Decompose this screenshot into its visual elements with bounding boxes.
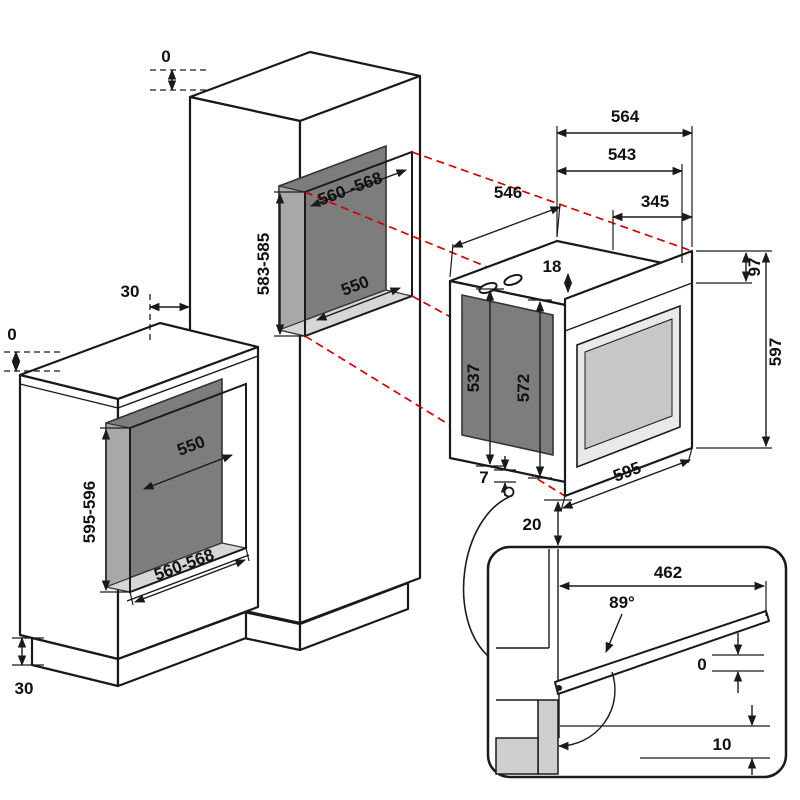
- oven-vent-slot-2: [503, 273, 523, 287]
- oven: [448, 239, 694, 498]
- dim-label-oven-frame-lip: 18: [543, 257, 562, 276]
- dim-oven-door-gap: 20: [523, 499, 572, 547]
- dim-label-oven-inner-height: 572: [514, 374, 533, 402]
- dim-label-tall-niche-height: 583-585: [254, 233, 273, 295]
- dim-label-tall-top-gap: 0: [161, 47, 170, 66]
- dim-label-door-reach: 462: [654, 563, 682, 582]
- projection-line-top-right: [411, 151, 693, 252]
- dim-base-niche-height: 595-596: [80, 427, 130, 593]
- dim-label-door-gap-zero: 0: [697, 655, 706, 674]
- dim-label-door-gap-bottom: 10: [713, 735, 732, 754]
- inset-hinge-point: [556, 685, 562, 691]
- tall-cabinet-plinth-right: [298, 581, 410, 652]
- base-cabinet-left-face: [18, 373, 120, 661]
- dim-oven-frame-lip: 18: [543, 257, 573, 294]
- dim-base-plinth-height: 30: [12, 636, 44, 698]
- dim-label-tall-side-gap: 30: [121, 282, 140, 301]
- dim-label-oven-door-gap: 20: [523, 515, 542, 534]
- inset-cabinet-panel: [537, 699, 559, 775]
- dim-label-base-niche-height: 595-596: [80, 481, 99, 543]
- dim-oven-body-width: 546: [449, 183, 561, 278]
- dim-tall-side-gap: 30: [121, 282, 191, 344]
- dim-label-oven-control-height: 97: [745, 258, 764, 277]
- inset-plinth-block: [495, 737, 539, 775]
- detail-leader-curve: [462, 496, 510, 657]
- dim-oven-bottom-gap: 7: [479, 456, 516, 498]
- base-worktop-edge-left: [19, 383, 119, 409]
- dim-oven-depth-total: 564: [555, 107, 694, 247]
- dim-label-oven-body-width: 546: [494, 183, 522, 202]
- dim-label-door-angle: 89°: [609, 593, 635, 612]
- inset-angle-leader: [605, 613, 623, 653]
- door-detail-inset: 89° 462 0 10: [486, 545, 788, 779]
- dim-label-oven-top-recess: 345: [641, 192, 669, 211]
- dim-oven-top-recess: 345: [611, 192, 694, 250]
- dim-tall-niche-height: 583-585: [254, 191, 305, 337]
- dim-label-oven-depth-body: 543: [608, 145, 636, 164]
- dim-oven-control-height: 97: [696, 250, 772, 284]
- dim-tall-top-gap: 0: [150, 47, 206, 92]
- dim-oven-inner-height: 572: [514, 299, 552, 479]
- detail-reference-bullet: [503, 486, 515, 498]
- oven-side-panel: [461, 294, 554, 456]
- tall-niche-side-wall: [278, 185, 306, 337]
- base-cabinet-plinth-right: [116, 610, 248, 688]
- oven-door-glass: [584, 318, 673, 450]
- base-worktop-edge-right: [117, 355, 259, 409]
- dim-door-gap-bottom: 10: [560, 705, 770, 775]
- dim-oven-front-height: 597: [696, 251, 785, 449]
- dim-label-base-top-gap: 0: [7, 325, 16, 344]
- dim-label-oven-bottom-gap: 7: [479, 468, 488, 487]
- inset-angle-arc: [557, 671, 616, 751]
- oven-control-strip-line: [564, 282, 693, 332]
- dim-label-oven-body-height: 537: [464, 364, 483, 392]
- dim-door-gap-zero: 0: [697, 633, 764, 693]
- base-cabinet: [18, 321, 260, 688]
- dim-label-base-plinth-height: 30: [15, 679, 34, 698]
- dim-label-oven-depth-total: 564: [611, 107, 640, 126]
- base-niche-side-wall: [105, 422, 131, 593]
- dim-base-top-gap: 0: [4, 325, 60, 373]
- dim-oven-body-height: 537: [464, 288, 504, 467]
- dim-label-oven-front-height: 597: [766, 338, 785, 366]
